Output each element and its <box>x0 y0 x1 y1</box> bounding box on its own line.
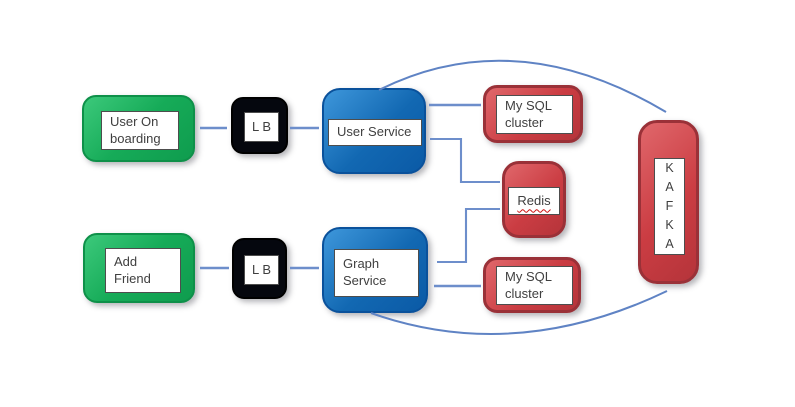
node-user-onboarding: User On boarding <box>82 95 195 162</box>
node-load-balancer-1-label: L B <box>244 112 279 142</box>
node-mysql-cluster-top-label: My SQL cluster <box>496 95 573 134</box>
edge-userservice-redis <box>430 137 500 184</box>
node-redis-text: Redis <box>517 192 551 208</box>
node-redis: Redis <box>502 161 566 238</box>
node-redis-label: Redis <box>508 187 560 215</box>
node-mysql-cluster-bottom-label: My SQL cluster <box>496 266 573 305</box>
node-add-friend-label: Add Friend <box>105 248 181 293</box>
node-graph-service-label: Graph Service <box>334 249 419 297</box>
node-kafka: K A F K A <box>638 120 699 284</box>
edge-graphservice-redis <box>437 207 500 264</box>
node-mysql-cluster-top: My SQL cluster <box>483 85 583 143</box>
node-load-balancer-1: L B <box>231 97 288 154</box>
node-graph-service: Graph Service <box>322 227 428 313</box>
node-user-service: User Service <box>322 88 426 174</box>
node-load-balancer-2-label: L B <box>244 255 279 285</box>
node-user-service-label: User Service <box>328 119 422 146</box>
node-load-balancer-2: L B <box>232 238 287 299</box>
node-add-friend: Add Friend <box>83 233 195 303</box>
node-mysql-cluster-bottom: My SQL cluster <box>483 257 581 313</box>
node-kafka-label: K A F K A <box>654 158 685 255</box>
node-user-onboarding-label: User On boarding <box>101 111 179 150</box>
